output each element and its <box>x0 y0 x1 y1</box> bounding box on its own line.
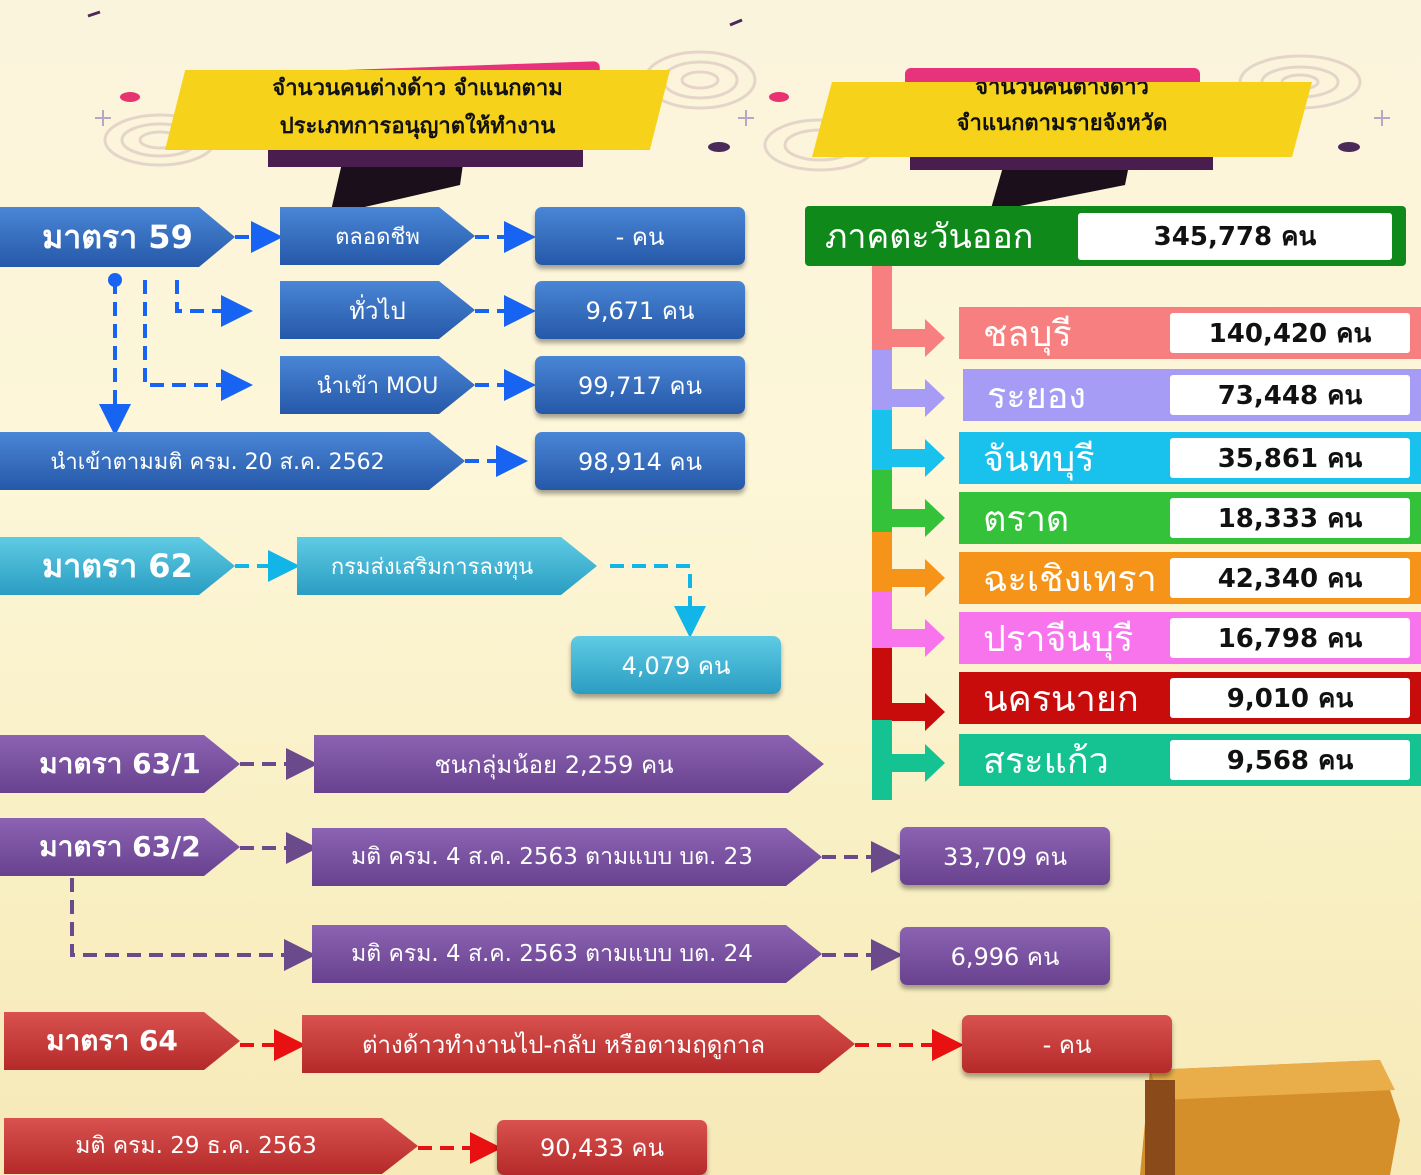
region-name: ภาคตะวันออก <box>825 217 1034 257</box>
type-minority: ชนกลุ่มน้อย 2,259 คน <box>314 735 824 793</box>
province-arrow-head <box>925 744 945 782</box>
type-cabinet-2563: มติ ครม. 29 ธ.ค. 2563 <box>4 1118 418 1174</box>
province-count: 140,420 คน <box>1170 313 1410 353</box>
province-arrow-head <box>925 619 945 657</box>
type-lifetime: ตลอดชีพ <box>280 207 475 265</box>
province-row: ระยอง 73,448 คน <box>963 369 1421 421</box>
province-row: จันทบุรี 35,861 คน <box>959 432 1421 484</box>
province-name: ระยอง <box>987 375 1086 417</box>
province-row: ฉะเชิงเทรา 42,340 คน <box>959 552 1421 604</box>
province-arrow-head <box>925 499 945 537</box>
province-arrow-head <box>925 379 945 417</box>
province-count: 42,340 คน <box>1170 558 1410 598</box>
count-seasonal: - คน <box>962 1015 1172 1073</box>
province-row: นครนายก 9,010 คน <box>959 672 1421 724</box>
right-banner: จำนวนคนต่างด้าว จำแนกตามรายจังหวัด <box>812 82 1312 157</box>
province-count: 18,333 คน <box>1170 498 1410 538</box>
region-total: 345,778 คน <box>1078 213 1392 260</box>
section-62-label: มาตรา 62 <box>0 537 235 595</box>
province-arrow-head <box>925 439 945 477</box>
count-bt23: 33,709 คน <box>900 827 1110 885</box>
province-row: ปราจีนบุรี 16,798 คน <box>959 612 1421 664</box>
province-count: 16,798 คน <box>1170 618 1410 658</box>
count-bt24: 6,996 คน <box>900 927 1110 985</box>
province-row: ชลบุรี 140,420 คน <box>959 307 1421 359</box>
count-cabinet-2563: 90,433 คน <box>497 1120 707 1175</box>
province-row: สระแก้ว 9,568 คน <box>959 734 1421 786</box>
province-name: ฉะเชิงเทรา <box>983 558 1157 600</box>
province-name: จันทบุรี <box>983 438 1095 480</box>
type-seasonal: ต่างด้าวทำงานไป-กลับ หรือตามฤดูกาล <box>302 1015 855 1073</box>
left-banner-line1: จำนวนคนต่างด้าว จำแนกตาม <box>272 76 563 101</box>
province-name: ตราด <box>983 498 1070 540</box>
count-cabinet-2562: 98,914 คน <box>535 432 745 490</box>
section-59-label: มาตรา 59 <box>0 207 235 267</box>
type-boi: กรมส่งเสริมการลงทุน <box>297 537 597 595</box>
count-general: 9,671 คน <box>535 281 745 339</box>
province-arrow-head <box>925 559 945 597</box>
type-bt24: มติ ครม. 4 ส.ค. 2563 ตามแบบ บต. 24 <box>312 925 822 983</box>
province-connector <box>872 648 892 720</box>
province-name: ปราจีนบุรี <box>983 618 1134 660</box>
count-boi: 4,079 คน <box>571 636 781 694</box>
type-cabinet-2562: นำเข้าตามมติ ครม. 20 ส.ค. 2562 <box>0 432 465 490</box>
province-name: สระแก้ว <box>983 740 1109 782</box>
type-general: ทั่วไป <box>280 281 475 339</box>
province-count: 9,010 คน <box>1170 678 1410 718</box>
province-arrow-head <box>925 319 945 357</box>
section-63-2-label: มาตรา 63/2 <box>0 818 240 876</box>
section-63-1-label: มาตรา 63/1 <box>0 735 240 793</box>
type-mou: นำเข้า MOU <box>280 356 475 414</box>
province-count: 73,448 คน <box>1170 375 1410 415</box>
left-banner-line2: ประเภทการอนุญาตให้ทำงาน <box>279 114 556 139</box>
region-header: ภาคตะวันออก 345,778 คน <box>805 206 1406 266</box>
province-count: 35,861 คน <box>1170 438 1410 478</box>
left-banner: จำนวนคนต่างด้าว จำแนกตาม ประเภทการอนุญาต… <box>165 70 670 150</box>
right-banner-line1: จำนวนคนต่างด้าว <box>975 75 1149 100</box>
province-name: นครนายก <box>983 678 1139 720</box>
count-lifetime: - คน <box>535 207 745 265</box>
province-name: ชลบุรี <box>983 313 1072 355</box>
type-bt23: มติ ครม. 4 ส.ค. 2563 ตามแบบ บต. 23 <box>312 828 822 886</box>
province-arrow-head <box>925 693 945 731</box>
section-64-label: มาตรา 64 <box>4 1012 240 1070</box>
count-mou: 99,717 คน <box>535 356 745 414</box>
province-count: 9,568 คน <box>1170 740 1410 780</box>
province-row: ตราด 18,333 คน <box>959 492 1421 544</box>
right-banner-line2: จำแนกตามรายจังหวัด <box>956 111 1168 136</box>
